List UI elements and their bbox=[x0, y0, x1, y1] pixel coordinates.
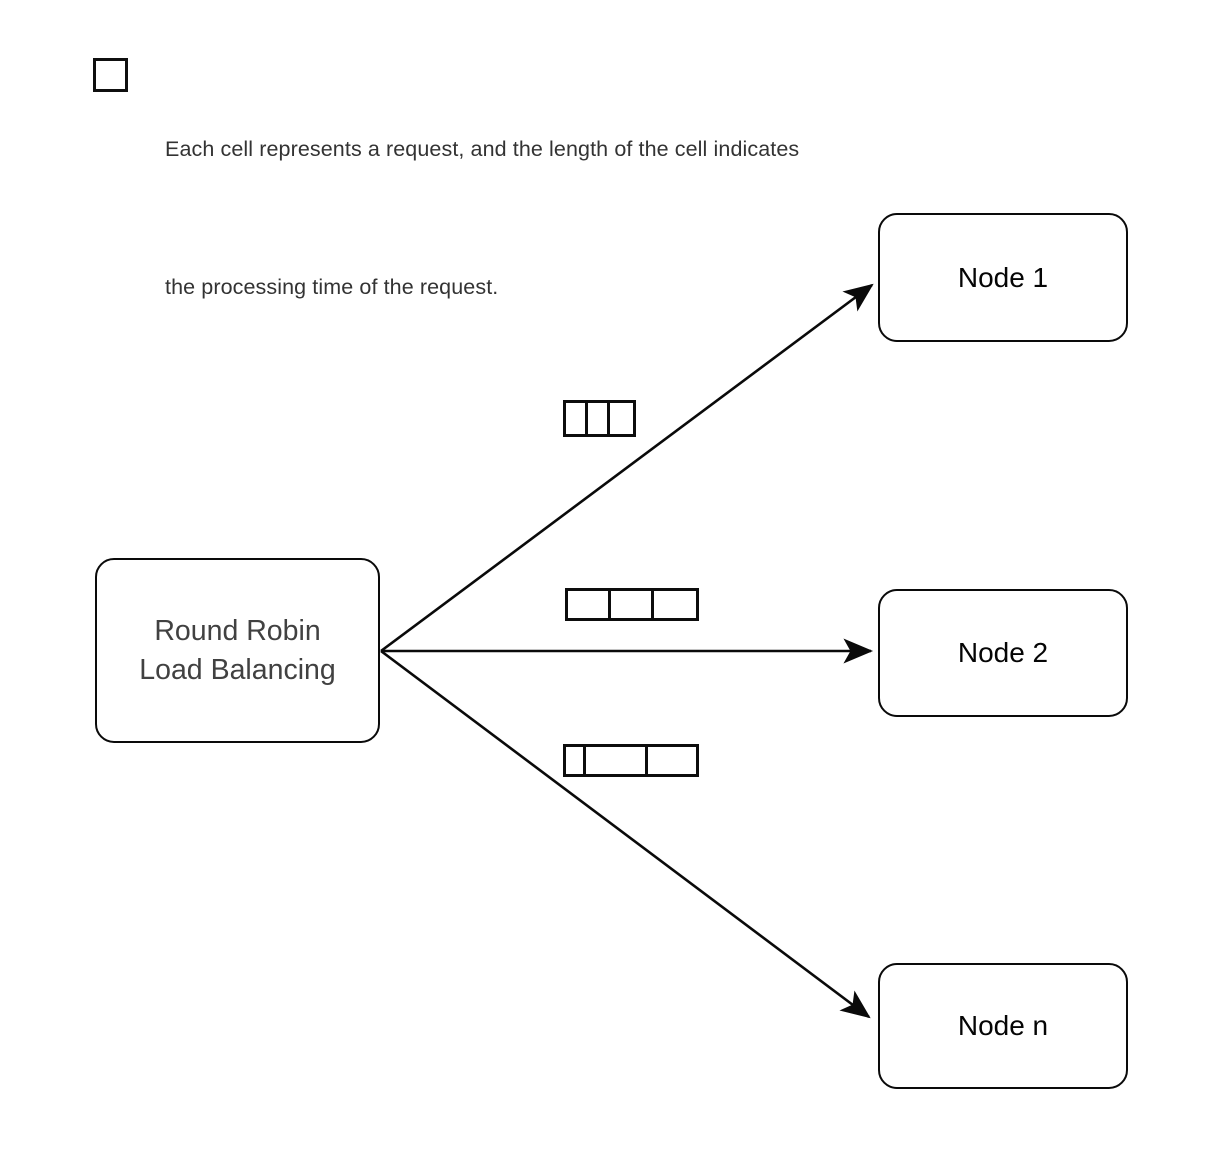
request-cell bbox=[586, 747, 648, 774]
node-node-1[interactable]: Node 1 bbox=[878, 213, 1128, 342]
node-label: Node 1 bbox=[957, 261, 1049, 293]
request-cell bbox=[610, 403, 633, 434]
edge-to-node-n bbox=[380, 649, 871, 1019]
request-cell bbox=[566, 403, 588, 434]
legend-caption-line-1: Each cell represents a request, and the … bbox=[165, 137, 800, 161]
request-queue-node-n bbox=[563, 744, 699, 777]
request-cell bbox=[568, 591, 611, 618]
request-cell bbox=[588, 403, 610, 434]
request-cell bbox=[648, 747, 696, 774]
node-node-2[interactable]: Node 2 bbox=[878, 589, 1128, 717]
node-round-robin-load-balancer[interactable]: Round Robin Load Balancing bbox=[95, 558, 380, 743]
square-outline-icon bbox=[93, 58, 128, 92]
legend-caption: Each cell represents a request, and the … bbox=[165, 34, 965, 402]
node-label: Node 2 bbox=[957, 637, 1049, 669]
request-cell bbox=[566, 747, 586, 774]
request-queue-node-1 bbox=[563, 400, 636, 437]
request-cell bbox=[654, 591, 696, 618]
node-node-n[interactable]: Node n bbox=[878, 963, 1128, 1089]
node-label: Node n bbox=[957, 1010, 1049, 1042]
request-queue-node-2 bbox=[565, 588, 699, 621]
request-cell bbox=[611, 591, 654, 618]
node-label: Round Robin Load Balancing bbox=[139, 615, 336, 686]
legend-caption-line-2: the processing time of the request. bbox=[165, 275, 499, 299]
